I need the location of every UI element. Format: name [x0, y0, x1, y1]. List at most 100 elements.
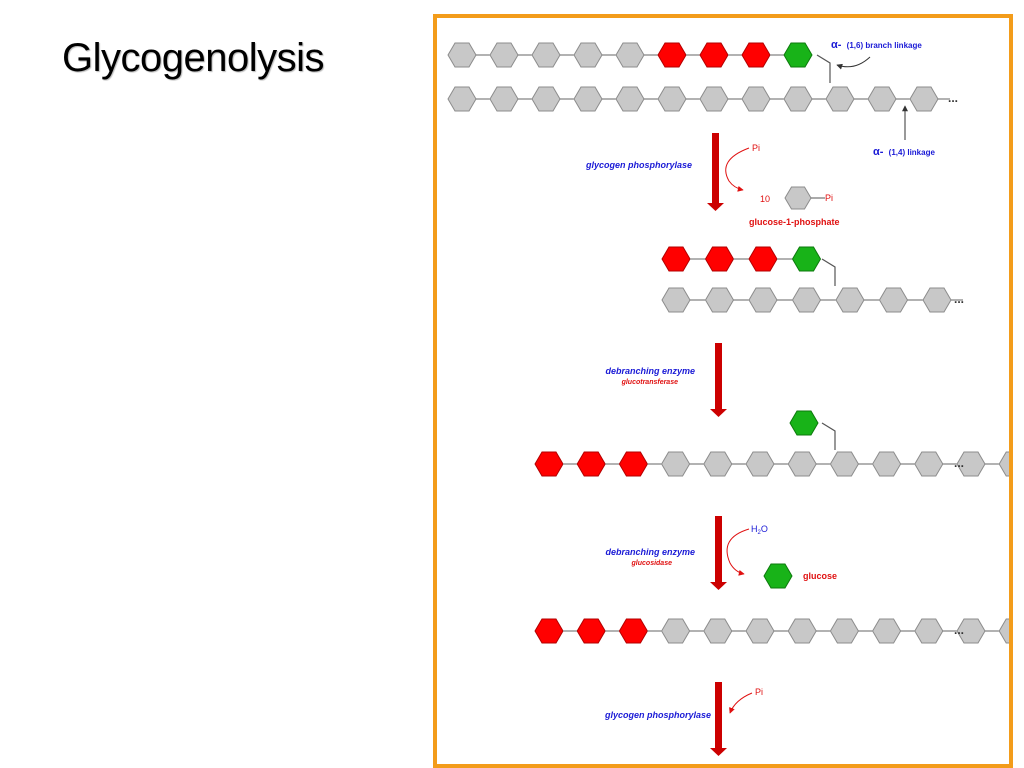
- gray-glucose-unit: [835, 287, 865, 313]
- step-3-arrow: [710, 516, 727, 590]
- step-1-product: glucose-1-phosphate: [749, 217, 840, 227]
- step-3-reagent-sub: 2: [758, 530, 762, 536]
- gray-glucose-unit: [703, 618, 733, 644]
- gray-glucose-unit: [791, 287, 822, 313]
- step-4-arrow: [710, 682, 727, 756]
- step-4-enzyme: glycogen phosphorylase: [604, 710, 711, 720]
- gray-glucose-unit: [573, 42, 603, 68]
- gray-glucose-unit: [745, 618, 775, 644]
- gray-glucose-unit: [872, 451, 902, 477]
- step-4-reagent-curve: [729, 692, 753, 714]
- branch-connector-2: [821, 258, 836, 286]
- gray-glucose-unit: [661, 451, 691, 477]
- branch-linkage-pointer: [836, 56, 871, 70]
- linear-linkage-label: α- (1,4) linkage: [873, 146, 935, 158]
- gray-glucose-unit: [787, 618, 817, 644]
- ellipsis-4: ...: [954, 623, 964, 637]
- gray-glucose-unit: [745, 451, 775, 477]
- green-glucose-unit: [791, 246, 822, 272]
- free-glucose-unit: [763, 563, 793, 589]
- step-4-reagent: Pi: [755, 687, 763, 697]
- step-3-reagent-curve: [726, 528, 750, 576]
- gray-glucose-unit: [783, 86, 813, 112]
- gray-glucose-unit: [741, 86, 771, 112]
- ellipsis-2: ...: [954, 292, 964, 306]
- red-glucose-unit: [699, 42, 729, 68]
- gray-glucose-unit: [829, 618, 859, 644]
- glucose-1-phosphate-unit: [784, 186, 812, 210]
- chain-1-main: [447, 86, 950, 112]
- gray-glucose-unit: [531, 86, 561, 112]
- green-glucose-unit: [783, 42, 813, 68]
- step-1-count: 10: [760, 194, 770, 204]
- red-glucose-unit: [534, 451, 564, 477]
- red-glucose-unit: [657, 42, 687, 68]
- linear-text: (1,4) linkage: [889, 148, 936, 157]
- step-3-reagent: H2O: [751, 524, 768, 536]
- gray-glucose-unit: [573, 86, 603, 112]
- gray-glucose-unit: [489, 86, 519, 112]
- step-1-enzyme: glycogen phosphorylase: [585, 160, 692, 170]
- glycogenolysis-diagram: ... ... ... ... α- (1,6) branch linkage …: [447, 39, 1009, 756]
- chain-2-branch: [661, 246, 822, 272]
- green-glucose-unit: [763, 563, 793, 589]
- red-glucose-unit: [618, 618, 648, 644]
- gray-glucose-unit: [825, 86, 855, 112]
- chain-3-branch: [789, 410, 819, 436]
- branch-linkage-label: α- (1,6) branch linkage: [831, 39, 922, 51]
- ellipsis-3: ...: [954, 456, 964, 470]
- linear-alpha: α-: [873, 146, 884, 158]
- gray-glucose-unit: [867, 86, 897, 112]
- branch-alpha: α-: [831, 39, 842, 51]
- step-3-reagent-h: H: [751, 524, 758, 534]
- slide-title: Glycogenolysis: [62, 36, 325, 80]
- step-2-enzyme: debranching enzyme: [605, 366, 695, 376]
- gray-glucose-unit: [657, 86, 687, 112]
- chain-3-main: [534, 451, 1009, 477]
- gray-glucose-unit: [922, 287, 952, 313]
- branch-text: (1,6) branch linkage: [847, 41, 923, 50]
- branch-connector-3: [821, 422, 836, 450]
- step-1-product-pi: Pi: [825, 193, 833, 203]
- red-glucose-unit: [704, 246, 735, 272]
- gray-glucose-unit: [787, 451, 817, 477]
- gray-glucose-unit: [447, 42, 477, 68]
- gray-glucose-unit: [914, 451, 944, 477]
- gray-glucose-unit: [784, 186, 812, 210]
- step-2-arrow: [710, 343, 727, 417]
- gray-glucose-unit: [878, 287, 909, 313]
- step-3-enzyme: debranching enzyme: [605, 547, 695, 557]
- chain-1-branch: [447, 42, 813, 68]
- gray-glucose-unit: [489, 42, 519, 68]
- step-3-reagent-o: O: [761, 524, 768, 534]
- ellipsis-1: ...: [948, 91, 958, 105]
- gray-glucose-unit: [909, 86, 939, 112]
- chain-2-main: [661, 287, 963, 313]
- gray-glucose-unit: [914, 618, 944, 644]
- gray-glucose-unit: [748, 287, 778, 313]
- red-glucose-unit: [618, 451, 648, 477]
- gray-glucose-unit: [661, 287, 691, 313]
- branch-connector-1: [816, 54, 831, 83]
- step-3-subenzyme: glucosidase: [631, 560, 673, 567]
- red-glucose-unit: [741, 42, 771, 68]
- step-3-product: glucose: [803, 571, 837, 581]
- gray-glucose-unit: [699, 86, 729, 112]
- gray-glucose-unit: [998, 451, 1009, 477]
- gray-glucose-unit: [615, 86, 645, 112]
- step-2-subenzyme: glucotransferase: [621, 379, 679, 386]
- red-glucose-unit: [534, 618, 564, 644]
- step-1-reagent: Pi: [752, 143, 760, 153]
- step-1-arrow: [707, 133, 724, 211]
- red-glucose-unit: [576, 618, 606, 644]
- gray-glucose-unit: [703, 451, 733, 477]
- red-glucose-unit: [748, 246, 778, 272]
- gray-glucose-unit: [829, 451, 859, 477]
- gray-glucose-unit: [447, 86, 477, 112]
- gray-glucose-unit: [531, 42, 561, 68]
- green-glucose-unit: [789, 410, 819, 436]
- red-glucose-unit: [661, 246, 691, 272]
- gray-glucose-unit: [872, 618, 902, 644]
- gray-glucose-unit: [615, 42, 645, 68]
- red-glucose-unit: [576, 451, 606, 477]
